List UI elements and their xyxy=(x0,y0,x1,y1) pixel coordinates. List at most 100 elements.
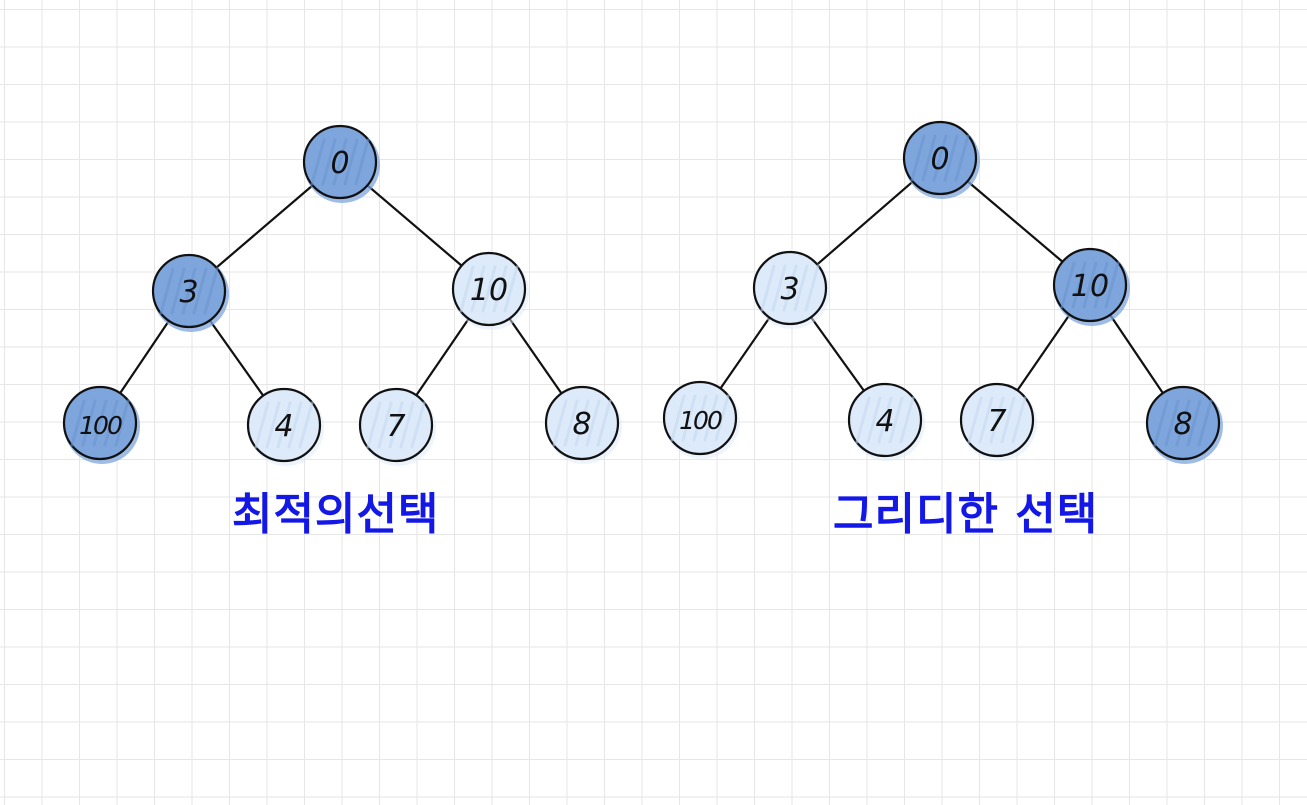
tree-edge-right-to-right-right xyxy=(508,317,563,395)
node-hatch-stroke xyxy=(70,399,86,447)
tree-edge-right-to-right-left xyxy=(1016,313,1071,392)
greedy-choice-caption: 그리디한 선택 xyxy=(833,489,1099,540)
node-hatch-stroke xyxy=(114,399,130,447)
tree-edge-root-to-right xyxy=(366,184,463,267)
node-hatch-stroke xyxy=(596,399,612,447)
node-hatch-stroke xyxy=(921,134,937,182)
node-hatch-stroke xyxy=(203,267,219,315)
node-label: 4 xyxy=(274,409,293,444)
tree-node-right-left: 7 xyxy=(358,387,436,466)
node-hatch-stroke xyxy=(321,138,337,186)
node-hatch-stroke xyxy=(159,267,175,315)
node-hatch-stroke xyxy=(932,134,948,182)
node-hatch-stroke xyxy=(354,138,370,186)
node-hatch-stroke xyxy=(1060,261,1076,309)
node-label: 0 xyxy=(930,142,949,177)
node-hatch-stroke xyxy=(692,394,708,442)
node-hatch-stroke xyxy=(1071,261,1087,309)
node-hatch-stroke xyxy=(170,267,186,315)
node-hatch-stroke xyxy=(1153,399,1169,447)
node-label: 10 xyxy=(1071,269,1109,304)
tree-edge-root-to-right xyxy=(966,180,1064,263)
node-hatch-stroke xyxy=(1104,261,1120,309)
tree-edge-left-to-left-left xyxy=(119,319,170,395)
node-hatch-stroke xyxy=(866,396,882,444)
optimal-choice-caption: 최적의선택 xyxy=(232,489,440,540)
node-hatch-stroke xyxy=(92,399,108,447)
node-hatch-stroke xyxy=(585,399,601,447)
tree-node-right-left: 7 xyxy=(959,382,1037,461)
node-label: 100 xyxy=(79,411,122,440)
node-hatch-stroke xyxy=(81,399,97,447)
node-hatch-stroke xyxy=(1186,399,1202,447)
tree-node-right-right: 8 xyxy=(544,385,622,464)
node-hatch-stroke xyxy=(343,138,359,186)
node-hatch-stroke xyxy=(793,264,809,312)
tree-node-root: 0 xyxy=(302,124,380,203)
node-hatch-stroke xyxy=(1197,399,1213,447)
node-hatch-stroke xyxy=(771,264,787,312)
node-hatch-stroke xyxy=(366,401,382,449)
node-hatch-stroke xyxy=(399,401,415,449)
node-hatch-stroke xyxy=(978,396,994,444)
tree-node-right-right: 8 xyxy=(1145,385,1223,464)
tree-edge-root-to-left xyxy=(816,180,914,266)
node-hatch-stroke xyxy=(192,267,208,315)
node-hatch-stroke xyxy=(703,394,719,442)
node-hatch-stroke xyxy=(552,399,568,447)
node-hatch-stroke xyxy=(888,396,904,444)
node-hatch-stroke xyxy=(989,396,1005,444)
node-hatch-stroke xyxy=(298,401,314,449)
node-hatch-stroke xyxy=(855,396,871,444)
node-hatch-stroke xyxy=(459,265,475,313)
node-hatch-stroke xyxy=(563,399,579,447)
tree-edge-left-to-left-left xyxy=(719,316,771,390)
tree-edge-right-to-right-left xyxy=(415,317,470,397)
node-hatch-stroke xyxy=(410,401,426,449)
tree-node-left-left: 100 xyxy=(662,380,740,459)
node-hatch-stroke xyxy=(503,265,519,313)
node-hatch-stroke xyxy=(954,134,970,182)
node-hatch-stroke xyxy=(1164,399,1180,447)
node-hatch-stroke xyxy=(1011,396,1027,444)
tree-node-left: 3 xyxy=(752,250,830,329)
tree-edge-right-to-right-right xyxy=(1109,313,1164,395)
tree-node-left-right: 4 xyxy=(246,387,324,466)
node-hatch-stroke xyxy=(1082,261,1098,309)
tree-node-left-left: 100 xyxy=(62,385,140,464)
node-hatch-stroke xyxy=(254,401,270,449)
node-hatch-stroke xyxy=(1175,399,1191,447)
node-hatch-stroke xyxy=(103,399,119,447)
optimal-choice-tree: 0 3 10 100 4 7 8 xyxy=(62,124,622,466)
tree-node-left: 3 xyxy=(151,253,229,332)
node-label: 10 xyxy=(470,273,508,308)
node-hatch-stroke xyxy=(804,264,820,312)
node-hatch-stroke xyxy=(877,396,893,444)
tree-edge-root-to-left xyxy=(215,184,314,269)
node-hatch-stroke xyxy=(1093,261,1109,309)
node-hatch-stroke xyxy=(782,264,798,312)
node-label: 7 xyxy=(386,409,405,444)
tree-edge-left-to-left-right xyxy=(208,319,265,397)
node-hatch-stroke xyxy=(276,401,292,449)
node-hatch-stroke xyxy=(899,396,915,444)
node-label: 0 xyxy=(330,146,349,181)
node-hatch-stroke xyxy=(910,134,926,182)
node-label: 3 xyxy=(780,272,799,307)
node-hatch-stroke xyxy=(760,264,776,312)
tree-node-right: 10 xyxy=(451,251,529,330)
node-hatch-stroke xyxy=(967,396,983,444)
node-hatch-stroke xyxy=(332,138,348,186)
node-hatch-stroke xyxy=(481,265,497,313)
node-label: 100 xyxy=(679,406,722,435)
node-label: 8 xyxy=(572,407,591,442)
node-hatch-stroke xyxy=(388,401,404,449)
node-hatch-stroke xyxy=(681,394,697,442)
node-hatch-stroke xyxy=(943,134,959,182)
node-hatch-stroke xyxy=(670,394,686,442)
node-hatch-stroke xyxy=(287,401,303,449)
node-label: 3 xyxy=(179,275,198,310)
node-hatch-stroke xyxy=(181,267,197,315)
node-hatch-stroke xyxy=(265,401,281,449)
